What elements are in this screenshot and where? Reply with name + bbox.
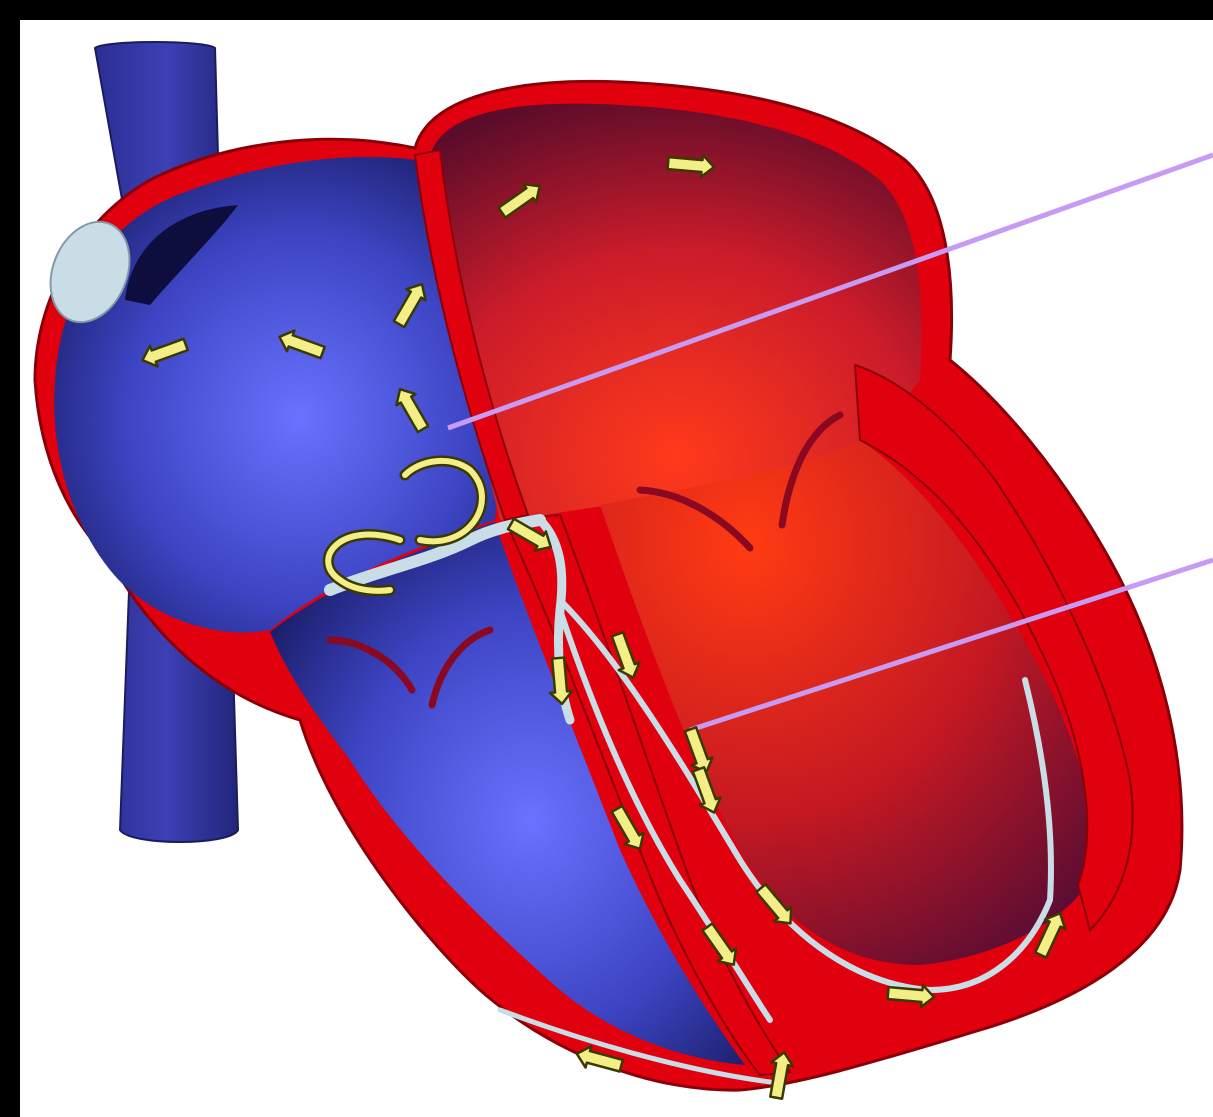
diagram-canvas xyxy=(20,20,1213,1117)
heart-conduction-diagram xyxy=(20,20,1213,1117)
